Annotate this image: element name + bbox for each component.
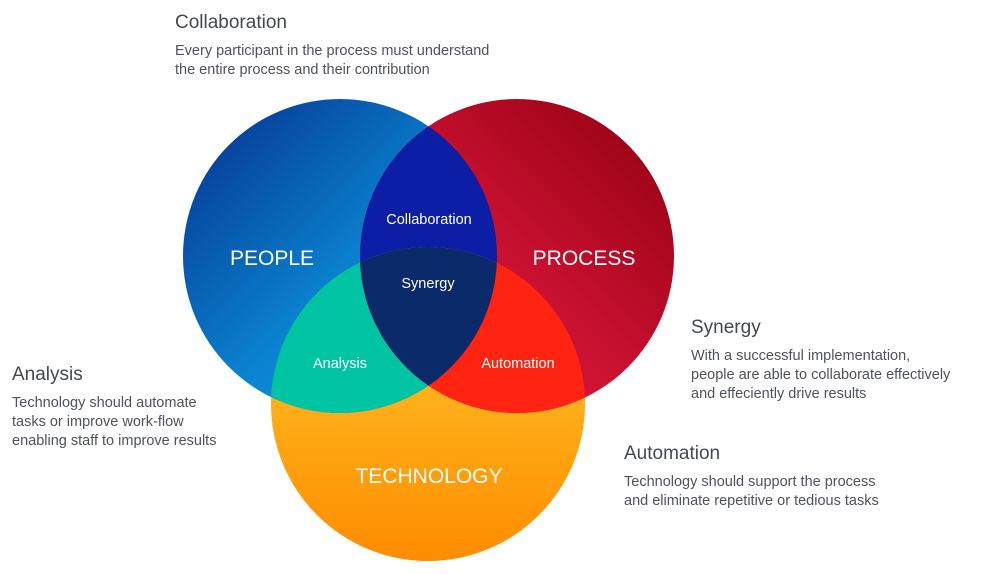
automation-label: Automation: [481, 356, 554, 372]
description-line: and effeciently drive results: [691, 386, 867, 402]
synergy-title: Synergy: [691, 317, 761, 338]
description-line: the entire process and their contributio…: [175, 62, 430, 78]
synergy-label: Synergy: [401, 276, 455, 292]
description-line: tasks or improve work-flow: [12, 414, 184, 430]
analysis-title: Analysis: [12, 364, 83, 385]
automation-description: Automation Technology should support the…: [624, 443, 879, 511]
synergy-description: Synergy With a successful implementation…: [691, 317, 950, 404]
collaboration-description: Collaboration Every participant in the p…: [175, 12, 489, 80]
description-line: With a successful implementation,: [691, 348, 911, 364]
description-line: Technology should automate: [12, 395, 197, 411]
description-line: Every participant in the process must un…: [175, 43, 490, 59]
analysis-description: Analysis Technology should automate task…: [12, 364, 216, 451]
automation-title: Automation: [624, 443, 721, 464]
analysis-label: Analysis: [313, 356, 367, 372]
description-line: people are able to collaborate effective…: [691, 367, 951, 383]
people-label: PEOPLE: [230, 247, 314, 270]
process-label: PROCESS: [533, 247, 636, 270]
collaboration-label: Collaboration: [386, 212, 471, 228]
description-line: Technology should support the process: [624, 474, 876, 490]
collaboration-title: Collaboration: [175, 12, 287, 33]
description-line: and eliminate repetitive or tedious task…: [624, 493, 879, 509]
technology-label: TECHNOLOGY: [355, 465, 502, 488]
description-line: enabling staff to improve results: [12, 433, 217, 449]
